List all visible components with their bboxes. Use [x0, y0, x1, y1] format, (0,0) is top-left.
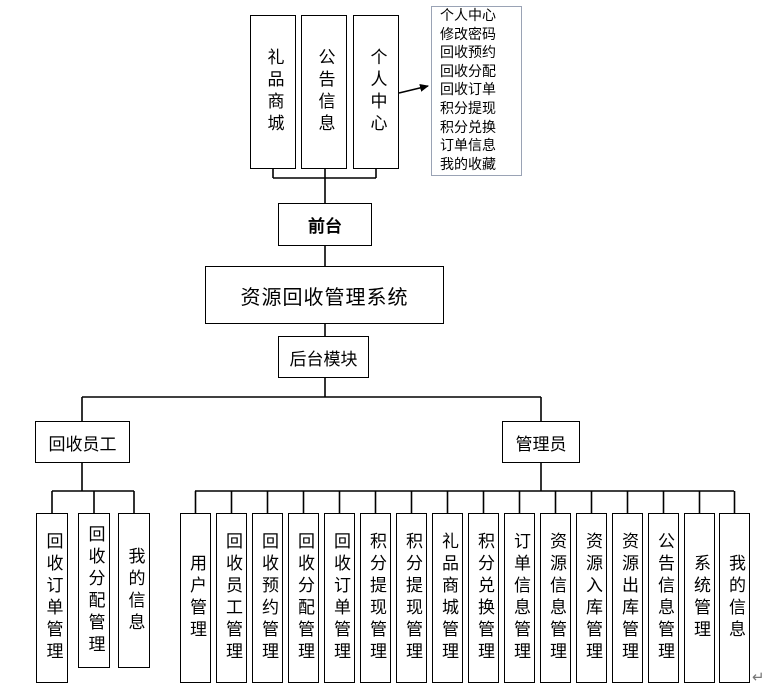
- admin-item-gift-mall: 礼品商城管理: [432, 513, 463, 683]
- admin-item-assignment: 回收分配管理: [288, 513, 319, 683]
- admin-item-users: 用户管理: [180, 513, 211, 683]
- module-gift-mall: 礼品商城: [250, 15, 296, 169]
- list-item: 积分兑换: [440, 119, 496, 136]
- system-title-node: 资源回收管理系统: [205, 266, 444, 324]
- admin-item-points-withdraw-2: 积分提现管理: [396, 513, 427, 683]
- admin-item-appointment: 回收预约管理: [252, 513, 283, 683]
- admin-item-resource-in: 资源入库管理: [576, 513, 607, 683]
- list-item: 订单信息: [440, 138, 496, 155]
- list-item: 个人中心: [440, 8, 496, 24]
- admin-item-my-info: 我的信息: [719, 513, 750, 683]
- personal-center-list: 个人中心 修改密码 回收预约 回收分配 回收订单 积分提现 积分兑换 订单信息 …: [431, 6, 522, 176]
- admin-item-resource-out: 资源出库管理: [612, 513, 643, 683]
- recycler-node: 回收员工: [35, 421, 130, 463]
- list-item: 回收预约: [440, 45, 496, 62]
- admin-item-points-withdraw: 积分提现管理: [360, 513, 391, 683]
- module-personal-center: 个人中心: [353, 15, 399, 169]
- admin-item-points-exchange: 积分兑换管理: [468, 513, 499, 683]
- admin-item-recycler-staff: 回收员工管理: [216, 513, 247, 683]
- list-item: 修改密码: [440, 26, 496, 43]
- list-item: 回收分配: [440, 63, 496, 80]
- list-item: 回收订单: [440, 82, 496, 99]
- backend-node: 后台模块: [278, 336, 369, 378]
- paragraph-return-mark: ↵: [752, 668, 765, 686]
- recycler-item-order: 回收订单管理: [36, 513, 68, 683]
- admin-node: 管理员: [502, 421, 580, 463]
- frontend-node: 前台: [278, 203, 372, 246]
- recycler-item-info: 我的信息: [118, 513, 150, 668]
- recycler-item-assign: 回收分配管理: [78, 513, 110, 668]
- list-item: 积分提现: [440, 100, 496, 117]
- admin-item-order-info: 订单信息管理: [504, 513, 535, 683]
- list-item: 我的收藏: [440, 156, 496, 173]
- admin-item-announcement: 公告信息管理: [648, 513, 679, 683]
- admin-item-resource-info: 资源信息管理: [540, 513, 571, 683]
- module-announcement: 公告信息: [301, 15, 347, 169]
- admin-item-system: 系统管理: [684, 513, 715, 683]
- admin-item-order: 回收订单管理: [324, 513, 355, 683]
